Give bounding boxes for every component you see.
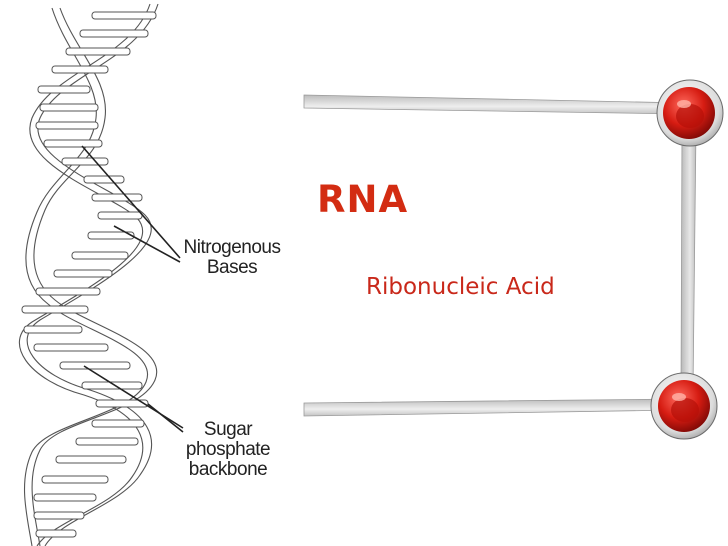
top-bar	[303, 94, 686, 115]
helix-strands	[19, 3, 159, 546]
label-nitrogenous-bases: Nitrogenous Bases	[176, 238, 288, 278]
bottom-knob	[650, 372, 718, 440]
label-line: backbone	[188, 459, 268, 480]
label-line: phosphate	[185, 439, 271, 460]
top-knob	[656, 79, 724, 147]
leader-lines	[81, 145, 184, 433]
strand-a	[26, 3, 159, 546]
label-sugar-phosphate-backbone: Sugar phosphate backbone	[176, 420, 280, 480]
bases-leader-line-2	[113, 225, 181, 263]
bases-leader-line-1	[81, 145, 181, 259]
label-line: Nitrogenous	[183, 237, 281, 258]
backbone-leader-line-1	[83, 365, 184, 429]
label-line: Sugar	[203, 419, 253, 440]
slide-subtitle: Ribonucleic Acid	[366, 274, 555, 300]
slide-title: RNA	[317, 178, 409, 221]
bottom-bar	[303, 398, 681, 417]
backbone-leader-line-2	[147, 403, 184, 433]
strand-b	[31, 7, 158, 546]
right-bar	[680, 127, 697, 391]
base-pairs	[21, 11, 157, 538]
label-line: Bases	[206, 257, 258, 278]
frame-decoration	[303, 94, 697, 417]
